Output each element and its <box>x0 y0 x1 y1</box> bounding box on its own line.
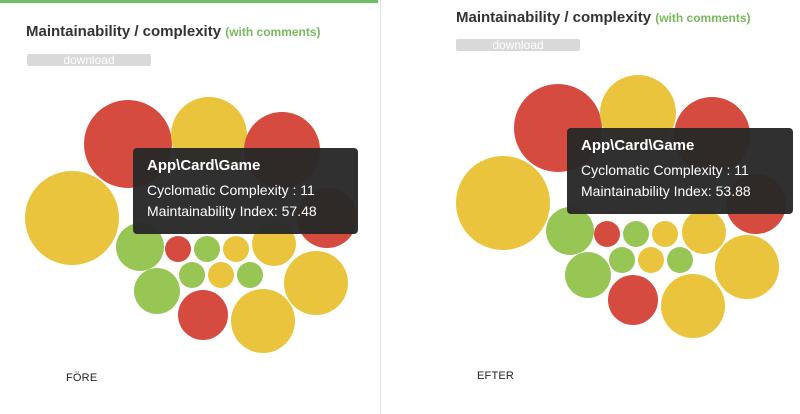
title-text: Maintainability / complexity <box>26 23 222 40</box>
bubble[interactable] <box>165 236 191 262</box>
bubble[interactable] <box>667 247 693 273</box>
bubble[interactable] <box>661 274 725 338</box>
bubble[interactable] <box>609 247 635 273</box>
bubble[interactable] <box>546 207 594 255</box>
bubble[interactable] <box>623 221 649 247</box>
bubble[interactable] <box>237 262 263 288</box>
tooltip-maintainability: Maintainability Index: 53.88 <box>581 183 751 199</box>
bubble[interactable] <box>682 210 726 254</box>
bubble[interactable] <box>223 236 249 262</box>
bubble[interactable] <box>208 262 234 288</box>
bubble[interactable] <box>231 289 295 353</box>
accent-bar <box>0 0 378 3</box>
bubble[interactable] <box>638 247 664 273</box>
tooltip-title: App\Card\Game <box>147 157 261 174</box>
caption-after: EFTER <box>477 370 515 382</box>
tooltip-cyclomatic: Cyclomatic Complexity : 11 <box>581 162 749 178</box>
bubble[interactable] <box>565 252 611 298</box>
panel-after: Maintainability / complexity (with comme… <box>440 0 800 414</box>
bubble[interactable] <box>284 251 348 315</box>
bubble[interactable] <box>652 221 678 247</box>
bubble[interactable] <box>134 268 180 314</box>
download-button[interactable]: download <box>456 39 580 51</box>
tooltip-title: App\Card\Game <box>581 137 695 154</box>
tooltip-maintainability: Maintainability Index: 57.48 <box>147 203 317 219</box>
bubble[interactable] <box>456 156 550 250</box>
bubble[interactable] <box>194 236 220 262</box>
tooltip: App\Card\Game Cyclomatic Complexity : 11… <box>133 148 358 234</box>
bubble[interactable] <box>608 275 658 325</box>
bubble[interactable] <box>25 171 119 265</box>
panel-title: Maintainability / complexity (with comme… <box>26 23 321 40</box>
panel-before: Maintainability / complexity (with comme… <box>0 0 381 414</box>
bubble[interactable] <box>178 290 228 340</box>
bubble[interactable] <box>179 262 205 288</box>
tooltip-cyclomatic: Cyclomatic Complexity : 11 <box>147 182 315 198</box>
panel-title: Maintainability / complexity (with comme… <box>456 9 751 26</box>
title-note: (with comments) <box>225 25 321 39</box>
title-note: (with comments) <box>655 11 751 25</box>
caption-before: FÖRE <box>66 372 98 384</box>
bubble[interactable] <box>715 235 779 299</box>
title-text: Maintainability / complexity <box>456 9 652 26</box>
bubble[interactable] <box>116 223 164 271</box>
download-button[interactable]: download <box>27 54 151 66</box>
tooltip: App\Card\Game Cyclomatic Complexity : 11… <box>567 128 793 214</box>
bubble[interactable] <box>594 221 620 247</box>
